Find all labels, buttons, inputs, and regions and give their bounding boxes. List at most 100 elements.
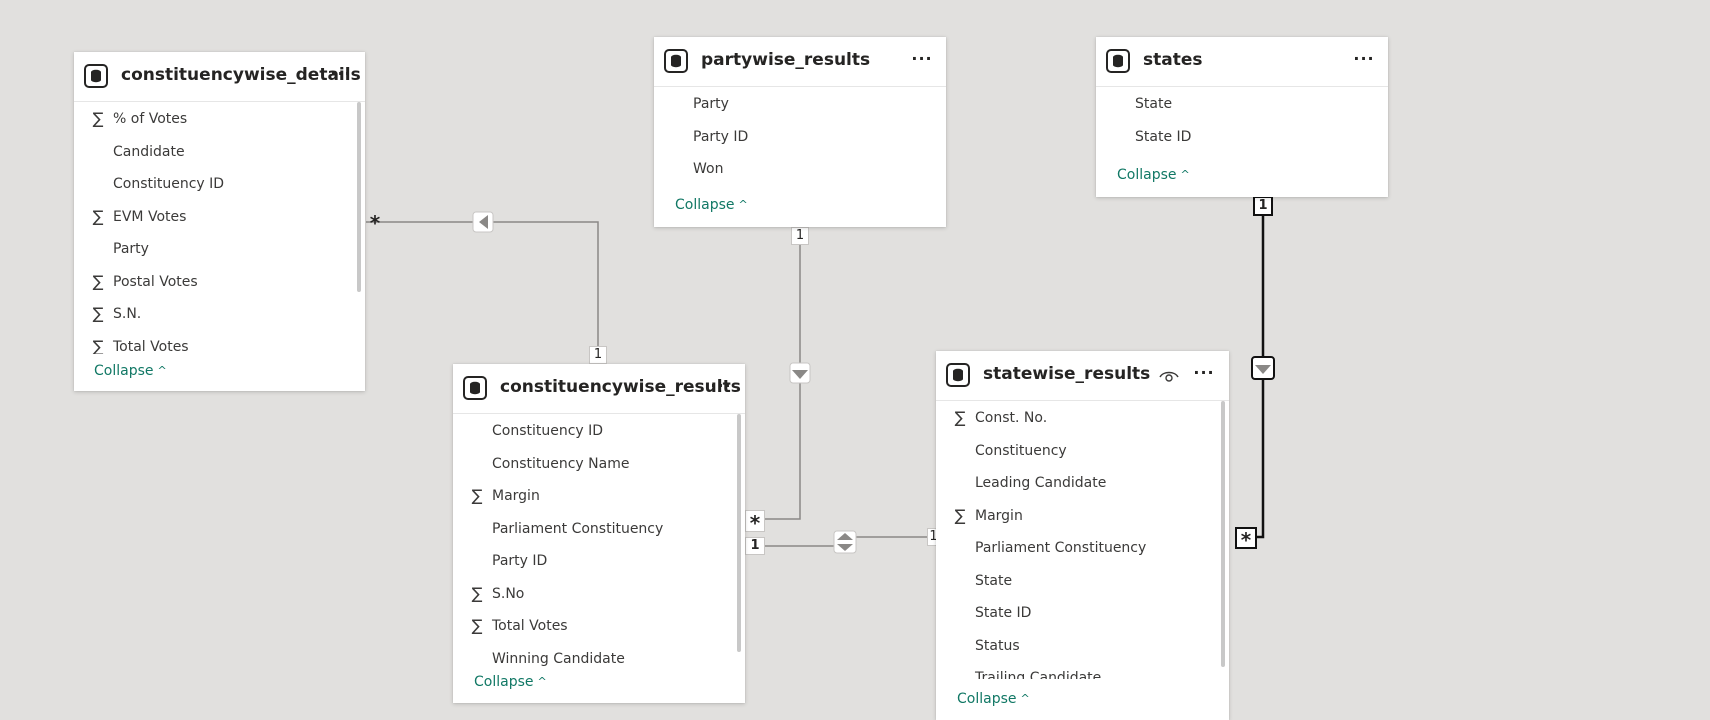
- field-row[interactable]: Party ID: [453, 550, 733, 583]
- field-row[interactable]: Party: [654, 93, 934, 126]
- field-name: S.N.: [113, 306, 142, 322]
- field-row[interactable]: State ID: [1096, 126, 1376, 159]
- field-row[interactable]: ∑EVM Votes: [74, 206, 353, 239]
- table-title: constituencywise_details: [121, 65, 361, 85]
- cardinality-many-statewise: *: [1235, 527, 1257, 551]
- field-row[interactable]: Winning Candidate: [453, 648, 733, 667]
- field-row[interactable]: Trailing Candidate: [936, 667, 1217, 679]
- chevron-up-icon: ^: [1020, 692, 1030, 705]
- collapse-button[interactable]: Collapse^: [1117, 167, 1190, 183]
- more-options-icon[interactable]: ···: [1193, 363, 1215, 382]
- table-title: states: [1143, 50, 1203, 70]
- field-name: Constituency Name: [492, 455, 630, 472]
- cardinality-one-partywise: 1: [791, 227, 809, 245]
- table-title: constituencywise_results: [500, 377, 741, 397]
- relationship-line-party-results[interactable]: [753, 236, 801, 520]
- field-row[interactable]: Parliament Constituency: [453, 518, 733, 551]
- sigma-icon: ∑: [92, 336, 104, 355]
- table-icon: [664, 49, 688, 73]
- field-list[interactable]: Constituency ID Constituency Name ∑ Margi…: [453, 420, 733, 666]
- collapse-button[interactable]: Collapse^: [957, 691, 1030, 707]
- sigma-icon: ∑: [471, 583, 483, 603]
- field-name: Party ID: [492, 553, 548, 569]
- field-name: Margin: [492, 488, 540, 504]
- field-name: % of Votes: [113, 111, 188, 127]
- field-row[interactable]: ∑Total Votes: [453, 615, 733, 648]
- table-card-states[interactable]: states ··· State State ID Collapse^: [1096, 37, 1388, 197]
- field-name: State: [975, 572, 1013, 589]
- field-row[interactable]: Constituency ID: [74, 173, 353, 206]
- scrollbar-thumb[interactable]: [1221, 401, 1225, 667]
- field-name: Parliament Constituency: [975, 540, 1147, 556]
- field-list[interactable]: Party Party ID Won: [654, 93, 934, 193]
- field-row[interactable]: State: [936, 570, 1217, 603]
- field-name: Margin: [975, 507, 1023, 524]
- relationship-line-results-statewise[interactable]: [761, 536, 930, 547]
- relationship-line-details-results[interactable]: [366, 221, 599, 350]
- field-row[interactable]: Parliament Constituency: [936, 537, 1217, 570]
- field-row[interactable]: Constituency: [936, 440, 1217, 473]
- field-row[interactable]: State ID: [936, 602, 1217, 635]
- field-row[interactable]: Party: [74, 238, 353, 271]
- table-icon: [463, 376, 487, 400]
- collapse-button[interactable]: Collapse^: [94, 363, 167, 379]
- field-name: Leading Candidate: [975, 475, 1107, 491]
- field-name: Party: [693, 96, 729, 112]
- field-row[interactable]: ∑ Margin: [453, 485, 733, 518]
- sigma-icon: ∑: [92, 206, 104, 226]
- field-name: Constituency ID: [113, 176, 225, 192]
- field-row[interactable]: ∑Postal Votes: [74, 271, 353, 304]
- field-row[interactable]: ∑Margin: [936, 505, 1217, 538]
- field-row[interactable]: ∑ Total Votes: [74, 336, 353, 355]
- field-name: Total Votes: [492, 618, 568, 634]
- chevron-up-icon: ^: [738, 198, 748, 211]
- field-name: Total Votes: [113, 338, 189, 355]
- field-name: Status: [975, 637, 1020, 654]
- cardinality-many-details: *: [369, 211, 381, 235]
- table-icon: [946, 363, 970, 387]
- more-options-icon[interactable]: ···: [710, 376, 732, 395]
- sigma-icon: ∑: [471, 486, 483, 505]
- field-name: Postal Votes: [113, 273, 198, 290]
- sigma-icon: ∑: [92, 304, 104, 323]
- field-row[interactable]: Constituency ID: [453, 420, 733, 453]
- table-icon: [84, 64, 108, 88]
- field-row[interactable]: ∑Const. No.: [936, 407, 1217, 440]
- field-row[interactable]: ∑% of Votes: [74, 108, 353, 141]
- table-header[interactable]: statewise_results ···: [936, 351, 1229, 401]
- table-header[interactable]: states ···: [1096, 37, 1388, 87]
- field-row[interactable]: Candidate: [74, 141, 353, 174]
- table-card-statewise-results[interactable]: statewise_results ··· ∑Const. No. Consti…: [936, 351, 1229, 720]
- more-options-icon[interactable]: ···: [330, 64, 352, 83]
- field-row[interactable]: Leading Candidate: [936, 472, 1217, 505]
- table-card-constituencywise-details[interactable]: constituencywise_details ··· ∑% of Votes…: [74, 52, 365, 391]
- cardinality-one-results-top: 1: [589, 346, 607, 364]
- field-row[interactable]: ∑ S.N.: [74, 303, 353, 336]
- field-row[interactable]: Status: [936, 635, 1217, 668]
- field-list[interactable]: ∑% of Votes Candidate Constituency ID ∑E…: [74, 108, 353, 354]
- table-card-partywise-results[interactable]: partywise_results ··· Party Party ID Won…: [654, 37, 946, 227]
- collapse-button[interactable]: Collapse^: [675, 197, 748, 213]
- collapse-button[interactable]: Collapse^: [474, 674, 547, 690]
- field-row[interactable]: State: [1096, 93, 1376, 126]
- relationship-line-states-statewise[interactable]: [1255, 216, 1265, 539]
- field-row[interactable]: ∑S.No: [453, 583, 733, 616]
- table-header[interactable]: partywise_results ···: [654, 37, 946, 87]
- field-name: State ID: [975, 605, 1032, 621]
- table-header[interactable]: constituencywise_results ···: [453, 364, 745, 414]
- more-options-icon[interactable]: ···: [1353, 49, 1375, 68]
- table-header[interactable]: constituencywise_details ···: [74, 52, 365, 102]
- field-row[interactable]: Won: [654, 158, 934, 191]
- field-name: Constituency ID: [492, 423, 604, 439]
- table-card-constituencywise-results[interactable]: constituencywise_results ··· Constituenc…: [453, 364, 745, 703]
- eye-hidden-icon[interactable]: [1158, 365, 1180, 387]
- field-list[interactable]: ∑Const. No. Constituency Leading Candida…: [936, 407, 1217, 679]
- scrollbar-thumb[interactable]: [737, 414, 741, 652]
- field-row[interactable]: Constituency Name: [453, 453, 733, 486]
- chevron-up-icon: ^: [537, 675, 547, 688]
- field-list[interactable]: State State ID: [1096, 93, 1376, 161]
- more-options-icon[interactable]: ···: [911, 49, 933, 68]
- scrollbar-thumb[interactable]: [357, 102, 361, 292]
- field-row[interactable]: Party ID: [654, 126, 934, 159]
